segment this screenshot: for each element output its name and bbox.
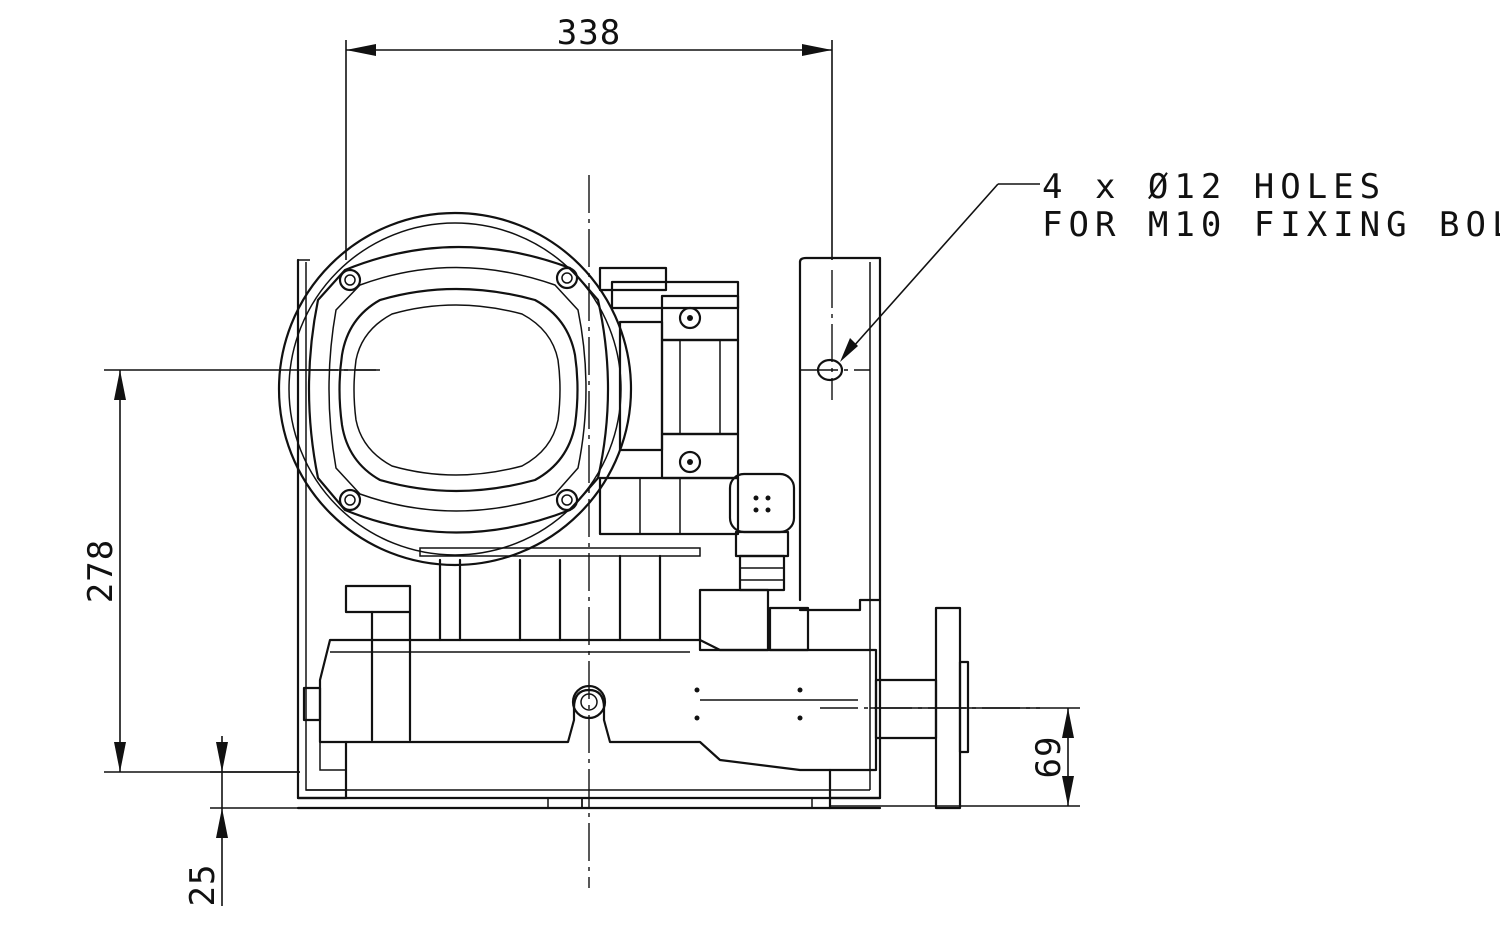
dimension-axis-height-label: 278: [81, 539, 121, 603]
dimension-base-offset-label: 25: [183, 864, 223, 907]
note-line-1: 4 x Ø12 HOLES: [1042, 167, 1386, 207]
dimension-shaft-height: 69: [830, 707, 1080, 807]
motor-housing: [277, 211, 633, 567]
gearbox-body: [302, 547, 882, 810]
centre-lines: [300, 175, 1040, 888]
mounting-frame: [296, 256, 882, 810]
dimension-base-offset: 25: [183, 736, 300, 906]
dimension-overall-width: 338: [345, 13, 833, 260]
dimension-overall-width-label: 338: [557, 13, 621, 53]
dimension-axis-height: 278: [81, 369, 376, 773]
terminal-block: [598, 266, 796, 592]
fixing-holes-note: 4 x Ø12 HOLES FOR M10 FIXING BOLTS: [840, 167, 1500, 362]
fixing-hole: [816, 358, 844, 382]
dimension-shaft-height-label: 69: [1029, 736, 1069, 779]
note-line-2: FOR M10 FIXING BOLTS: [1042, 205, 1500, 245]
output-shaft: [874, 606, 970, 810]
